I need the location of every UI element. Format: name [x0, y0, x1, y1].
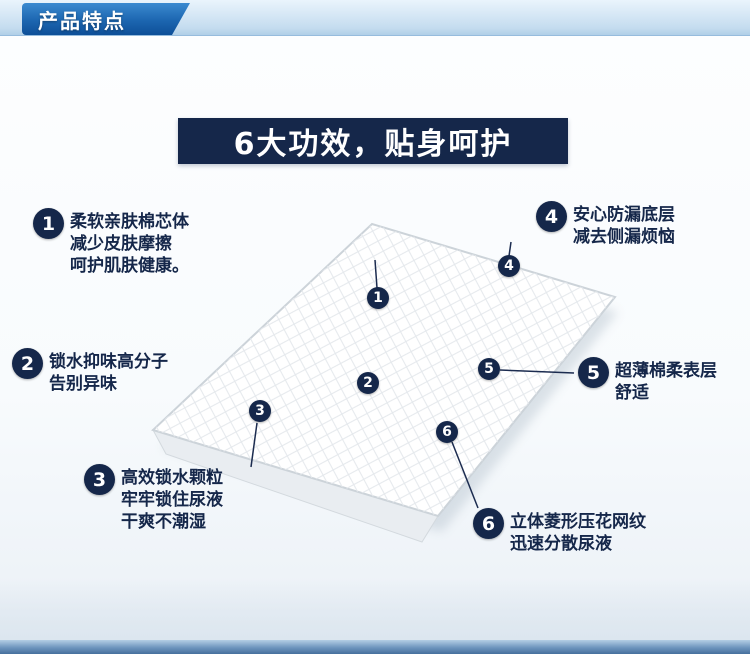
section-badge: 产品特点: [22, 3, 190, 35]
feature-number-badge-6: 6: [473, 508, 504, 539]
feature-number-badge-3: 3: [84, 464, 115, 495]
feature-line: 超薄棉柔表层: [615, 361, 717, 381]
feature-line: 呵护肌肤健康。: [70, 256, 189, 276]
connector-line-6: [451, 441, 479, 509]
feature-number-badge-4: 4: [536, 201, 567, 232]
connector-line-1: [374, 259, 378, 289]
feature-text-4: 安心防漏底层 减去侧漏烦恼: [573, 201, 675, 248]
page-title: 6大功效，贴身呵护: [233, 127, 513, 162]
bottom-bar: [0, 640, 750, 654]
feature-callout-1: 1 柔软亲肤棉芯体 减少皮肤摩擦 呵护肌肤健康。: [33, 208, 189, 277]
feature-line: 舒适: [615, 383, 649, 403]
feature-number-badge-1: 1: [33, 208, 64, 239]
feature-callout-3: 3 高效锁水颗粒 牢牢锁住尿液 干爽不潮湿: [84, 464, 223, 533]
pad-marker-3: 3: [249, 400, 271, 422]
feature-text-3: 高效锁水颗粒 牢牢锁住尿液 干爽不潮湿: [121, 464, 223, 533]
feature-text-6: 立体菱形压花网纹 迅速分散尿液: [510, 508, 646, 555]
feature-callout-6: 6 立体菱形压花网纹 迅速分散尿液: [473, 508, 646, 555]
top-bar: 产品特点: [0, 0, 750, 36]
feature-line: 告别异味: [49, 374, 117, 394]
feature-callout-5: 5 超薄棉柔表层 舒适: [578, 357, 717, 404]
feature-line: 减去侧漏烦恼: [573, 227, 675, 247]
title-banner: 6大功效，贴身呵护: [178, 118, 568, 164]
feature-text-1: 柔软亲肤棉芯体 减少皮肤摩擦 呵护肌肤健康。: [70, 208, 189, 277]
feature-line: 减少皮肤摩擦: [70, 234, 172, 254]
pad-marker-5: 5: [478, 358, 500, 380]
feature-text-5: 超薄棉柔表层 舒适: [615, 357, 717, 404]
feature-line: 迅速分散尿液: [510, 534, 612, 554]
feature-callout-4: 4 安心防漏底层 减去侧漏烦恼: [536, 201, 675, 248]
section-badge-label: 产品特点: [38, 8, 126, 33]
feature-line: 柔软亲肤棉芯体: [70, 212, 189, 232]
feature-line: 牢牢锁住尿液: [121, 490, 223, 510]
connector-line-5: [499, 369, 575, 374]
feature-line: 高效锁水颗粒: [121, 468, 223, 488]
feature-callout-2: 2 锁水抑味高分子 告别异味: [12, 348, 168, 395]
pad-marker-4: 4: [498, 255, 520, 277]
connector-line-3: [250, 422, 258, 468]
connector-line-4: [508, 241, 512, 257]
pad-quilt-texture: [153, 224, 615, 516]
feature-line: 锁水抑味高分子: [49, 352, 168, 372]
feature-line: 立体菱形压花网纹: [510, 512, 646, 532]
feature-line: 干爽不潮湿: [121, 512, 206, 532]
feature-text-2: 锁水抑味高分子 告别异味: [49, 348, 168, 395]
feature-line: 安心防漏底层: [573, 205, 675, 225]
pad-marker-2: 2: [357, 372, 379, 394]
pad-marker-1: 1: [367, 287, 389, 309]
pad-marker-6: 6: [436, 421, 458, 443]
feature-number-badge-2: 2: [12, 348, 43, 379]
feature-number-badge-5: 5: [578, 357, 609, 388]
